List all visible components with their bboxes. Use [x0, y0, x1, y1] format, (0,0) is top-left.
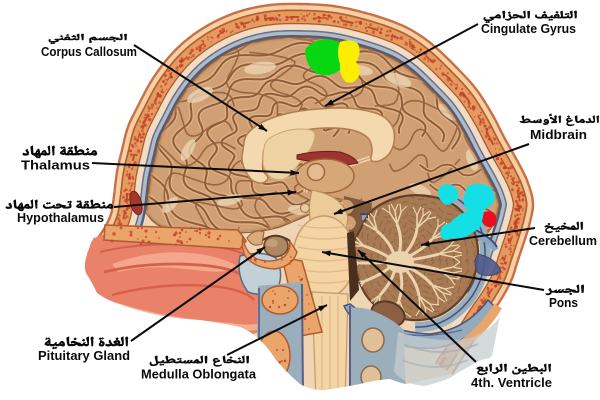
svg-text:Corpus Callosum: Corpus Callosum	[41, 44, 137, 59]
svg-text:Cingulate Gyrus: Cingulate Gyrus	[481, 21, 576, 36]
svg-text:4th. Ventricle: 4th. Ventricle	[471, 375, 552, 390]
svg-text:Pituitary Gland: Pituitary Gland	[38, 348, 130, 363]
svg-text:Cerebellum: Cerebellum	[529, 233, 597, 248]
svg-text:Hypothalamus: Hypothalamus	[17, 210, 104, 225]
svg-text:Thalamus: Thalamus	[21, 158, 90, 173]
svg-text:Pons: Pons	[549, 295, 578, 310]
svg-text:Midbrain: Midbrain	[530, 127, 587, 142]
svg-text:Medulla Oblongata: Medulla Oblongata	[141, 367, 257, 382]
